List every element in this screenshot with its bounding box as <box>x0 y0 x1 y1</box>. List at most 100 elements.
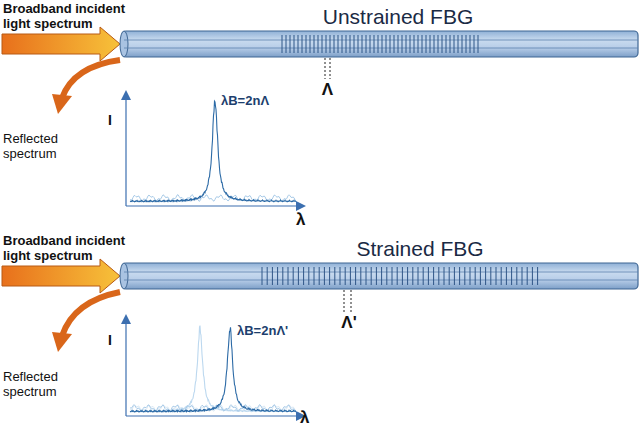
grating-line <box>454 35 455 53</box>
reflected-label: Reflected spectrum <box>3 370 83 400</box>
grating-line <box>302 35 303 53</box>
reflected-spectrum <box>130 326 296 412</box>
grating-line <box>537 267 538 285</box>
title: Strained FBG <box>356 237 483 261</box>
grating-line <box>298 35 299 53</box>
grating-line <box>310 35 311 53</box>
grating-line <box>516 267 517 285</box>
grating-line <box>381 267 382 285</box>
grating-line <box>282 35 283 53</box>
grating-line <box>438 35 439 53</box>
bragg-equation: λB=2nΛ' <box>237 324 288 339</box>
incident-arrow <box>2 27 120 61</box>
grating-line <box>319 267 320 285</box>
spectrum-line <box>130 326 296 412</box>
grating-line <box>402 267 403 285</box>
grating-line <box>458 35 459 53</box>
grating-line <box>446 35 447 53</box>
grating-period: Λ' <box>341 313 356 333</box>
grating-line <box>330 35 331 53</box>
grating-line <box>340 267 341 285</box>
grating-line <box>444 267 445 285</box>
fiber <box>120 31 638 57</box>
grating-line <box>371 267 372 285</box>
grating-line <box>386 35 387 53</box>
grating-line <box>355 267 356 285</box>
spectrum-line <box>130 327 296 412</box>
spectrum-axes <box>121 314 306 421</box>
grating-line <box>406 35 407 53</box>
grating <box>262 267 538 285</box>
grating-line <box>434 35 435 53</box>
grating-line <box>267 267 268 285</box>
grating-line <box>262 267 263 285</box>
grating <box>282 35 478 53</box>
grating-line <box>418 35 419 53</box>
grating-line <box>362 35 363 53</box>
grating-line <box>298 267 299 285</box>
grating-line <box>506 267 507 285</box>
grating-line <box>462 35 463 53</box>
grating-line <box>433 267 434 285</box>
period-marker <box>330 58 331 79</box>
spectrum-line <box>130 101 296 202</box>
grating-line <box>522 267 523 285</box>
grating-line <box>342 35 343 53</box>
grating-line <box>430 35 431 53</box>
grating-line <box>366 35 367 53</box>
grating-line <box>306 35 307 53</box>
grating-line <box>470 35 471 53</box>
grating-line <box>450 35 451 53</box>
grating-line <box>334 267 335 285</box>
grating-line <box>324 267 325 285</box>
incident-light-label: Broadband incident light spectrum <box>3 2 131 32</box>
title: Unstrained FBG <box>323 5 474 29</box>
reflection-arrowhead <box>52 94 72 114</box>
grating-line <box>272 267 273 285</box>
grating-line <box>288 267 289 285</box>
reflection-arrow <box>62 60 120 98</box>
spectrum-axes <box>121 90 306 211</box>
grating-line <box>358 35 359 53</box>
incident-light-label: Broadband incident light spectrum <box>3 234 131 264</box>
grating-line <box>428 267 429 285</box>
grating-line <box>360 267 361 285</box>
grating-period: Λ <box>322 80 333 100</box>
grating-line <box>527 267 528 285</box>
axis-label: I <box>108 112 112 128</box>
grating-line <box>334 35 335 53</box>
fiber <box>120 263 638 289</box>
grating-line <box>442 35 443 53</box>
incident-arrow <box>2 259 120 293</box>
grating-line <box>366 267 367 285</box>
grating-line <box>402 35 403 53</box>
grating-line <box>378 35 379 53</box>
grating-line <box>474 35 475 53</box>
period-marker <box>344 290 345 312</box>
grating-line <box>293 267 294 285</box>
grating-line <box>454 267 455 285</box>
grating-line <box>398 35 399 53</box>
grating-line <box>354 35 355 53</box>
grating-line <box>485 267 486 285</box>
grating-line <box>350 35 351 53</box>
grating-line <box>294 35 295 53</box>
grating-line <box>346 35 347 53</box>
axis-label: λ <box>296 210 305 230</box>
grating-line <box>475 267 476 285</box>
grating-line <box>480 267 481 285</box>
grating-line <box>501 267 502 285</box>
grating-line <box>418 267 419 285</box>
reflection-arrow <box>62 292 120 336</box>
grating-line <box>449 267 450 285</box>
grating-line <box>392 267 393 285</box>
grating-line <box>326 35 327 53</box>
grating-line <box>511 267 512 285</box>
grating-line <box>370 35 371 53</box>
grating-line <box>532 267 533 285</box>
grating-line <box>314 267 315 285</box>
grating-line <box>322 35 323 53</box>
grating-line <box>314 35 315 53</box>
axis-label: λ <box>300 408 309 428</box>
grating-line <box>303 267 304 285</box>
